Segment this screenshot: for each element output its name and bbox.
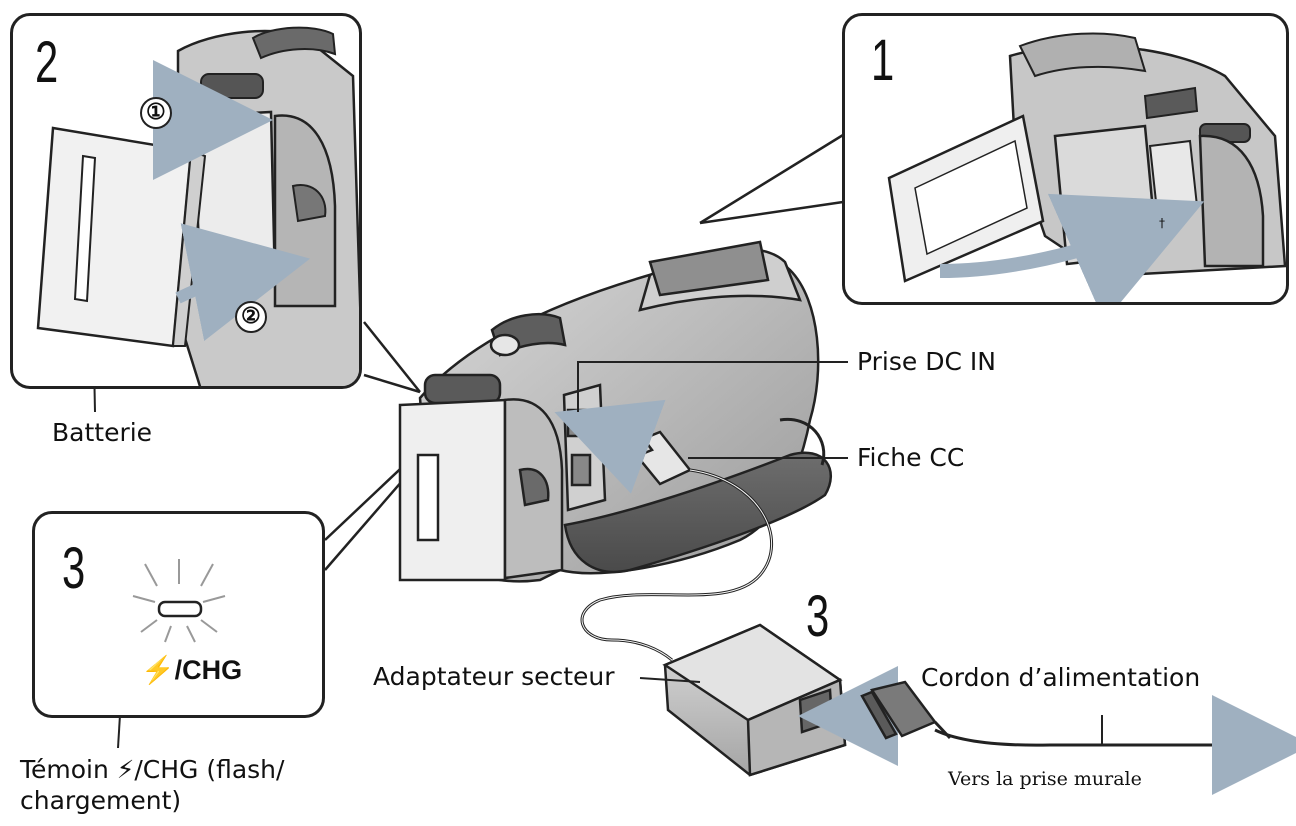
hand-strap (563, 451, 832, 574)
panel-2-illustration (36, 26, 359, 386)
callout-wedge-1 (699, 133, 844, 225)
chg-lamp-label-line2: chargement) (20, 786, 182, 815)
blinking-led-icon (132, 559, 226, 643)
step-number-2: 2 (35, 30, 59, 95)
plug-insert-arrow (554, 399, 666, 494)
battery-label: Batterie (52, 418, 153, 447)
panel-step-2: 2 ① ② (10, 13, 362, 389)
power-cord-label: Cordon d’alimentation (921, 663, 1201, 692)
insert-step-1-label: ① (146, 99, 166, 124)
panel-1-illustration (887, 32, 1286, 302)
power-plug (860, 680, 952, 740)
step-number-3-adapter: 3 (806, 584, 830, 649)
lcd-mark: † (1159, 216, 1165, 230)
panel-step-1: 1 † (842, 13, 1289, 305)
power-cord-line (934, 728, 1225, 747)
wall-outlet-label: Vers la prise murale (948, 768, 1142, 790)
insert-arrow-2 (175, 223, 311, 341)
step-number-1: 1 (871, 28, 895, 93)
ac-adaptor-label: Adaptateur secteur (373, 662, 615, 691)
panel-3-illustration (132, 559, 226, 643)
insert-step-2-label: ② (241, 303, 261, 328)
chg-mark: ⚡/CHG (141, 655, 243, 685)
panel-step-3-lamp: 3 ⚡/CHG (32, 511, 325, 718)
open-lcd-arrow (939, 193, 1205, 302)
insert-arrow-1 (152, 60, 273, 181)
dc-in-jack-label: Prise DC IN (857, 347, 996, 376)
step-number-3-lamp: 3 (62, 536, 86, 601)
chg-lamp-label-line1: Témoin ⚡/CHG (flash/ (20, 755, 285, 784)
dc-plug-label: Fiche CC (857, 443, 965, 472)
callout-wedge-2 (363, 321, 421, 394)
